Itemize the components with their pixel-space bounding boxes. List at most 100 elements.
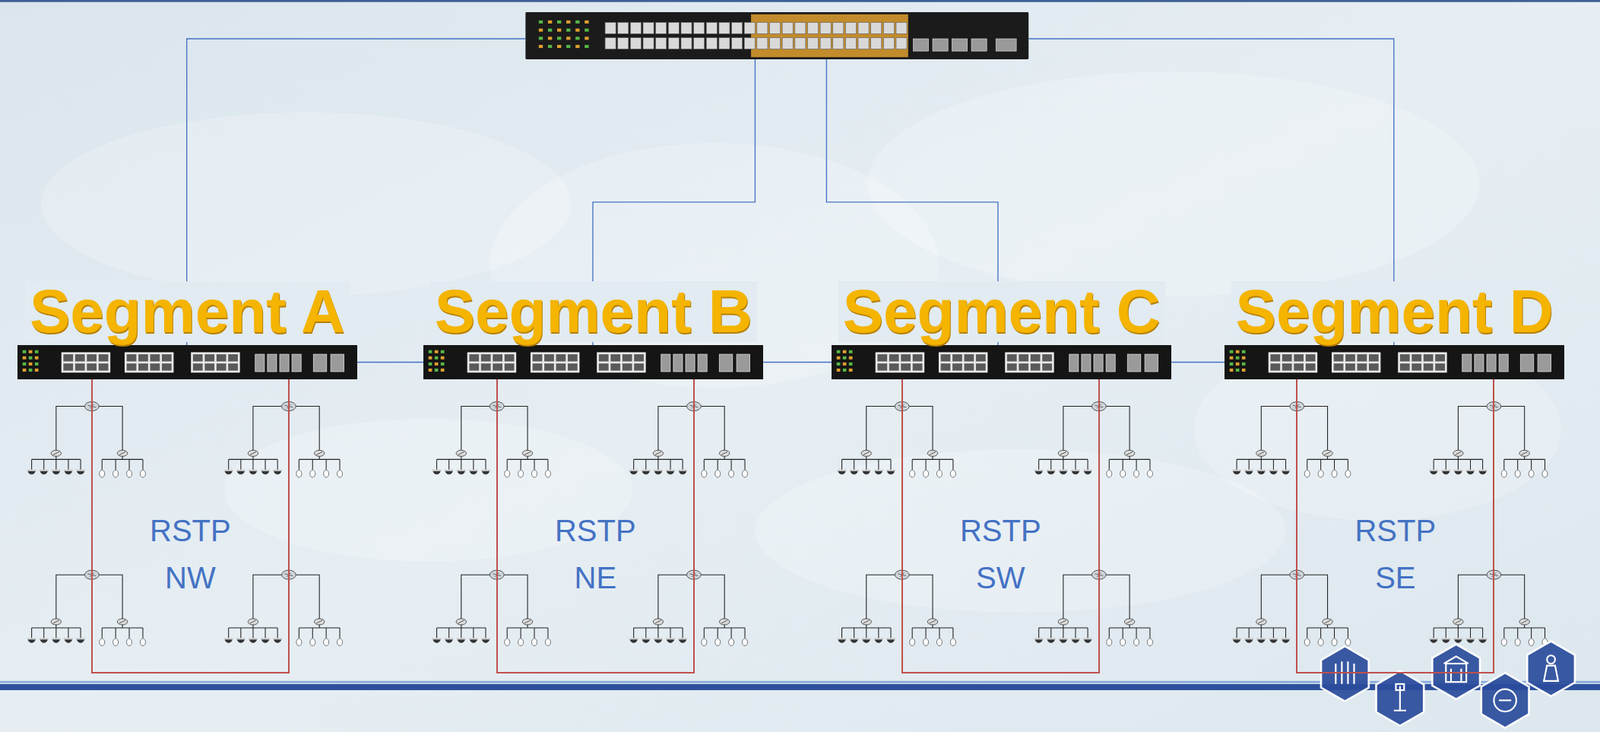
label-holder: RSTP SW	[902, 506, 1099, 602]
dome-camera	[457, 639, 465, 644]
access-switch	[50, 618, 61, 625]
dome-camera	[28, 639, 35, 644]
bullet-camera	[936, 638, 942, 647]
dome-camera	[64, 470, 72, 475]
bullet-camera	[1146, 469, 1153, 478]
bullet-camera	[923, 469, 929, 478]
segment-label: Segment B	[430, 281, 758, 343]
bullet-camera	[139, 638, 146, 647]
dome-camera	[654, 639, 662, 644]
dome-camera	[64, 639, 72, 644]
access-switch	[117, 449, 127, 457]
access-switch	[1256, 618, 1267, 625]
dome-camera	[678, 470, 686, 475]
bullet-camera	[701, 469, 707, 478]
bullet-camera	[1345, 638, 1351, 647]
dome-camera	[1047, 639, 1055, 644]
dome-camera	[666, 470, 674, 475]
rstp-ring: RSTP SE	[1295, 379, 1495, 674]
bullet-camera	[1514, 638, 1521, 647]
bullet-camera	[1106, 638, 1113, 647]
dome-camera	[40, 470, 48, 475]
access-switch	[247, 618, 258, 625]
dome-camera	[261, 470, 269, 475]
access-switch	[247, 449, 258, 457]
camera-tree	[1428, 570, 1548, 647]
bullet-camera	[337, 638, 343, 647]
camera-tree	[1232, 402, 1351, 479]
dome-camera	[481, 470, 489, 475]
bullet-camera	[139, 469, 146, 478]
logo-hexagon	[1432, 643, 1480, 700]
camera-tree	[224, 402, 343, 479]
bullet-camera	[544, 638, 551, 647]
dome-camera	[28, 470, 35, 475]
camera-tree	[1232, 570, 1351, 647]
bullet-camera	[1542, 469, 1548, 478]
dome-camera	[1270, 470, 1277, 475]
camera-tree	[27, 402, 146, 479]
segment-label: Segment C	[838, 281, 1166, 343]
dome-camera	[237, 639, 244, 644]
link-wire	[1171, 361, 1225, 363]
dome-camera	[1232, 470, 1240, 475]
ring-label: RSTP NE	[544, 506, 646, 602]
access-switch	[861, 449, 872, 457]
camera-tree	[1428, 402, 1548, 479]
access-switch	[927, 449, 938, 457]
dome-camera	[261, 639, 269, 644]
switch-ports	[831, 345, 1172, 381]
bullet-camera	[742, 638, 748, 647]
dome-camera	[1083, 470, 1091, 475]
camera-tree	[432, 402, 552, 479]
camera-tree	[837, 402, 957, 479]
access-switch	[719, 449, 729, 457]
dome-camera	[862, 470, 870, 475]
dome-camera	[76, 639, 84, 644]
access-switch	[313, 449, 324, 457]
dome-camera	[850, 470, 858, 475]
bullet-camera	[310, 469, 316, 478]
dome-camera	[273, 639, 281, 644]
camera-tree	[837, 570, 957, 647]
access-switch	[1058, 449, 1068, 457]
camera-tree	[629, 570, 748, 647]
dome-camera	[630, 470, 637, 475]
dome-camera	[1429, 470, 1437, 475]
dome-camera	[654, 470, 662, 475]
dome-camera	[1071, 470, 1079, 475]
dome-camera	[1466, 639, 1474, 644]
logo-hexagon	[1527, 640, 1575, 697]
dome-camera	[1245, 639, 1252, 644]
bullet-camera	[504, 638, 511, 647]
dome-camera	[469, 639, 477, 644]
bullet-camera	[1345, 469, 1351, 478]
dome-camera	[52, 470, 60, 475]
dome-camera	[76, 470, 84, 475]
bullet-camera	[1331, 638, 1338, 647]
link-wire	[357, 361, 424, 363]
dome-camera	[1035, 639, 1043, 644]
camera-tree	[629, 402, 748, 479]
bullet-camera	[1528, 638, 1534, 647]
bullet-camera	[532, 638, 538, 647]
bullet-camera	[1304, 638, 1310, 647]
segment-switch: Segment A	[17, 345, 358, 381]
dome-camera	[1059, 639, 1067, 644]
dome-camera	[1035, 470, 1043, 475]
label-holder: Segment B	[377, 281, 809, 343]
dome-camera	[445, 639, 453, 644]
dome-camera	[1454, 639, 1462, 644]
dome-camera	[850, 639, 858, 644]
camera-tree	[1034, 402, 1154, 479]
access-switch	[1519, 449, 1530, 457]
bullet-camera	[1318, 469, 1324, 478]
switch-ports	[423, 345, 764, 381]
bullet-camera	[99, 469, 105, 478]
bullet-camera	[310, 638, 316, 647]
bullet-camera	[323, 638, 330, 647]
bullet-camera	[923, 638, 929, 647]
dome-camera	[1479, 470, 1486, 475]
dome-camera	[1071, 639, 1079, 644]
